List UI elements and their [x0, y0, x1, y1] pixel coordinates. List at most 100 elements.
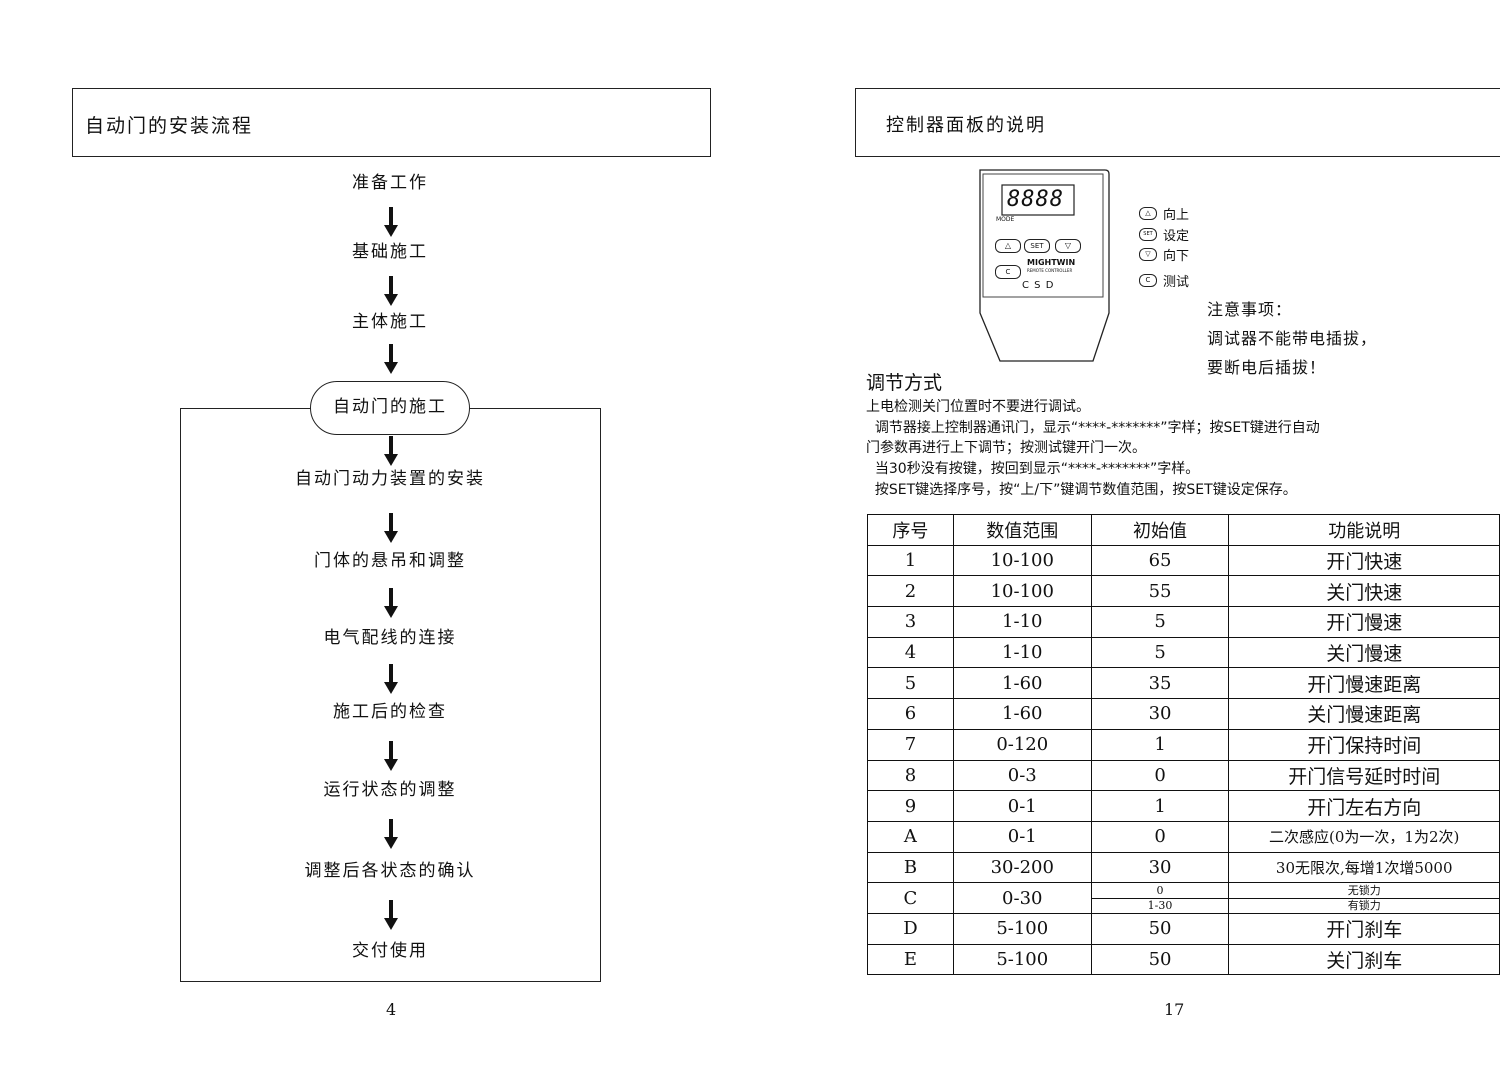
flow-step: 交付使用: [352, 941, 428, 961]
split-bottom: 有锁力: [1347, 898, 1381, 912]
notice-line: 调试器不能带电插拔，: [1207, 329, 1378, 348]
table-cell: 开门慢速距离: [1228, 667, 1500, 700]
table-cell: 1-10: [952, 606, 1092, 638]
table-cell: 开门慢速: [1228, 606, 1500, 638]
table-cell: 6: [867, 698, 954, 730]
table-cell: 4: [867, 636, 954, 669]
table-cell: 10-100: [952, 544, 1092, 577]
right-page-title: 控制器面板的说明: [886, 115, 1046, 136]
device-set-button[interactable]: SET: [1024, 239, 1050, 253]
construction-group-label: 自动门的施工: [310, 381, 470, 435]
device-mode-label: MODE: [996, 216, 1015, 223]
table-cell: 35: [1090, 667, 1230, 700]
device-brand-sub: REMOTE CONTROLLER: [1027, 268, 1073, 273]
table-cell: 30-200: [952, 851, 1092, 884]
table-cell: 0-30: [952, 882, 1092, 914]
controller-device: [979, 169, 1110, 362]
adjust-line: 按SET键选择序号，按“上/下”键调节数值范围，按SET键设定保存。: [866, 482, 1297, 498]
left-page-number: 4: [386, 1000, 397, 1019]
table-cell: 0-3: [952, 759, 1092, 792]
table-cell: 8: [867, 759, 954, 792]
table-cell: 5: [1090, 606, 1230, 638]
adjust-line: 当30秒没有按键，按回到显示“****-*******”字样。: [866, 461, 1200, 477]
header-seq: 序号: [867, 514, 954, 546]
flow-step: 主体施工: [352, 312, 428, 332]
table-cell: 关门慢速: [1228, 636, 1500, 669]
device-up-button[interactable]: △: [995, 239, 1021, 253]
table-cell: 7: [867, 728, 954, 761]
down-button-icon: ▽: [1139, 248, 1157, 261]
split-bottom: 1-30: [1147, 898, 1173, 912]
split-top: 无锁力: [1229, 884, 1499, 899]
adjust-title: 调节方式: [866, 372, 943, 394]
table-cell: C: [867, 882, 954, 914]
table-cell: 5: [1090, 636, 1230, 669]
device-down-button[interactable]: ▽: [1055, 239, 1081, 253]
table-cell: 开门刹车: [1228, 912, 1500, 945]
table-cell: 55: [1090, 575, 1230, 608]
adjust-line: 门参数再进行上下调节；按测试键开门一次。: [866, 440, 1146, 456]
flow-step: 自动门动力装置的安装: [295, 469, 485, 489]
table-cell: 1-60: [952, 698, 1092, 730]
left-page-title: 自动门的安装流程: [85, 115, 254, 137]
table-cell: 30无限次,每增1次增5000: [1228, 851, 1500, 884]
right-page-number: 17: [1164, 1000, 1185, 1019]
table-cell: 10-100: [952, 575, 1092, 608]
table-cell: 3: [867, 606, 954, 638]
legend-down: ▽ 向下: [1139, 245, 1189, 264]
table-cell: 5-100: [952, 912, 1092, 945]
table-cell: E: [867, 943, 954, 976]
table-cell: 1: [1090, 728, 1230, 761]
table-cell: 0: [1090, 820, 1230, 853]
flow-step: 调整后各状态的确认: [304, 861, 476, 881]
table-cell: 5-100: [952, 943, 1092, 976]
table-cell: 30: [1090, 698, 1230, 730]
device-display-text: 8888: [1007, 187, 1064, 212]
notice-title: 注意事项：: [1207, 300, 1293, 319]
legend-label: 设定: [1163, 229, 1190, 244]
table-cell: 65: [1090, 544, 1230, 577]
table-cell: D: [867, 912, 954, 945]
device-test-button[interactable]: C: [995, 265, 1021, 279]
legend-label: 向下: [1163, 249, 1190, 264]
flow-step: 电气配线的连接: [323, 628, 457, 648]
device-brand: MIGHTWIN: [1027, 258, 1076, 267]
table-cell: 1: [1090, 790, 1230, 822]
table-cell: 0-120: [952, 728, 1092, 761]
table-cell: 2: [867, 575, 954, 608]
legend-label: 测试: [1163, 275, 1190, 290]
table-cell: 9: [867, 790, 954, 822]
header-initial: 初始值: [1090, 514, 1230, 546]
notice-line: 要断电后插拔！: [1207, 358, 1327, 377]
table-cell: 30: [1090, 851, 1230, 884]
table-cell: 关门快速: [1228, 575, 1500, 608]
set-button-icon: SET: [1139, 228, 1157, 241]
header-range: 数值范围: [952, 514, 1092, 546]
table-cell: 1-10: [952, 636, 1092, 669]
table-cell: 二次感应(0为一次，1为2次): [1228, 820, 1500, 853]
table-cell: 5: [867, 667, 954, 700]
table-cell: 开门信号延时时间: [1228, 759, 1500, 792]
table-cell: 0: [1090, 759, 1230, 792]
legend-label: 向上: [1163, 208, 1190, 223]
left-title-box: 自动门的安装流程: [72, 88, 711, 157]
table-cell: 0-1: [952, 790, 1092, 822]
adjust-line: 调节器接上控制器通讯门，显示“****-*******”字样；按SET键进行自动: [866, 420, 1320, 436]
flow-step: 运行状态的调整: [323, 780, 457, 800]
adjust-line: 上电检测关门位置时不要进行调试。: [866, 399, 1090, 415]
table-cell: 50: [1090, 912, 1230, 945]
test-button-icon: C: [1139, 274, 1157, 287]
